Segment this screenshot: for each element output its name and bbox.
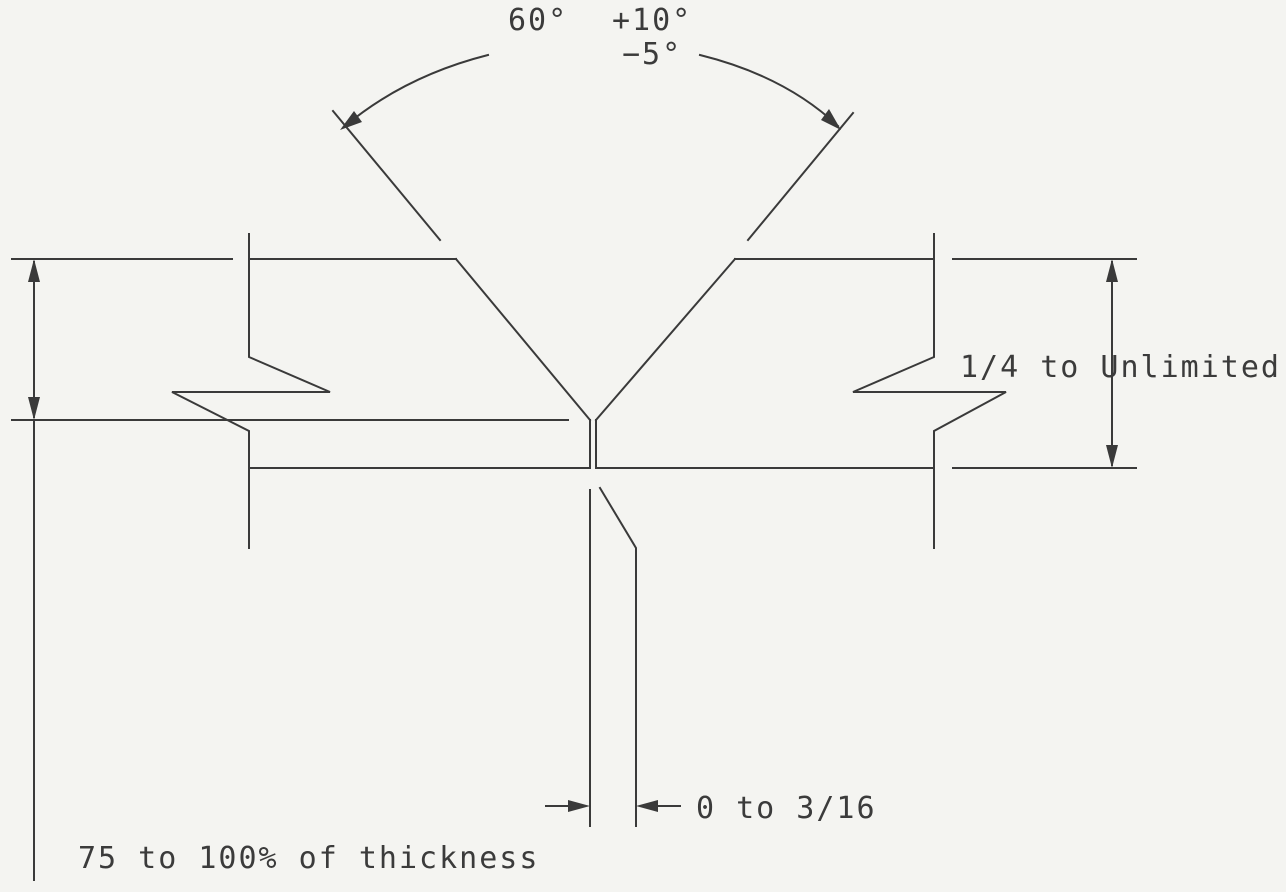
root-opening-label: 0 to 3/16 [696, 791, 877, 826]
angle-arc-left [343, 53, 490, 128]
tolerance-plus-label: +10° [612, 3, 692, 38]
angle-extension-right [746, 111, 855, 242]
thickness-arrowhead-top [1106, 259, 1118, 282]
weld-size-dimension [11, 258, 569, 881]
tolerance-minus-label: −5° [622, 37, 682, 72]
break-line-left [171, 233, 331, 549]
weld-size-arrowhead-top [28, 259, 40, 282]
angle-arc-right [698, 53, 840, 128]
angle-extension-left [331, 109, 442, 242]
thickness-label: 1/4 to Unlimited [960, 350, 1281, 385]
root-opening-arrowhead-right [636, 800, 658, 812]
thickness-dimension [952, 258, 1137, 469]
thickness-arrowhead-bottom [1106, 445, 1118, 468]
angle-arrowhead-right [821, 109, 841, 130]
break-line-right [852, 233, 1007, 549]
angle-label: 60° [508, 3, 568, 38]
root-opening-arrowhead-left [568, 800, 590, 812]
groove-angle-dimension [331, 53, 855, 242]
joint-profile [171, 233, 1007, 549]
weld-size-arrowhead-bottom [28, 397, 40, 420]
angle-arrowhead-left [340, 111, 362, 130]
weld-size-label: 75 to 100% of thickness [78, 841, 539, 876]
bevel-face-left [454, 257, 592, 422]
root-opening-dimension [545, 486, 681, 827]
root-opening-extension-right [598, 486, 637, 827]
bevel-face-right [594, 257, 737, 422]
